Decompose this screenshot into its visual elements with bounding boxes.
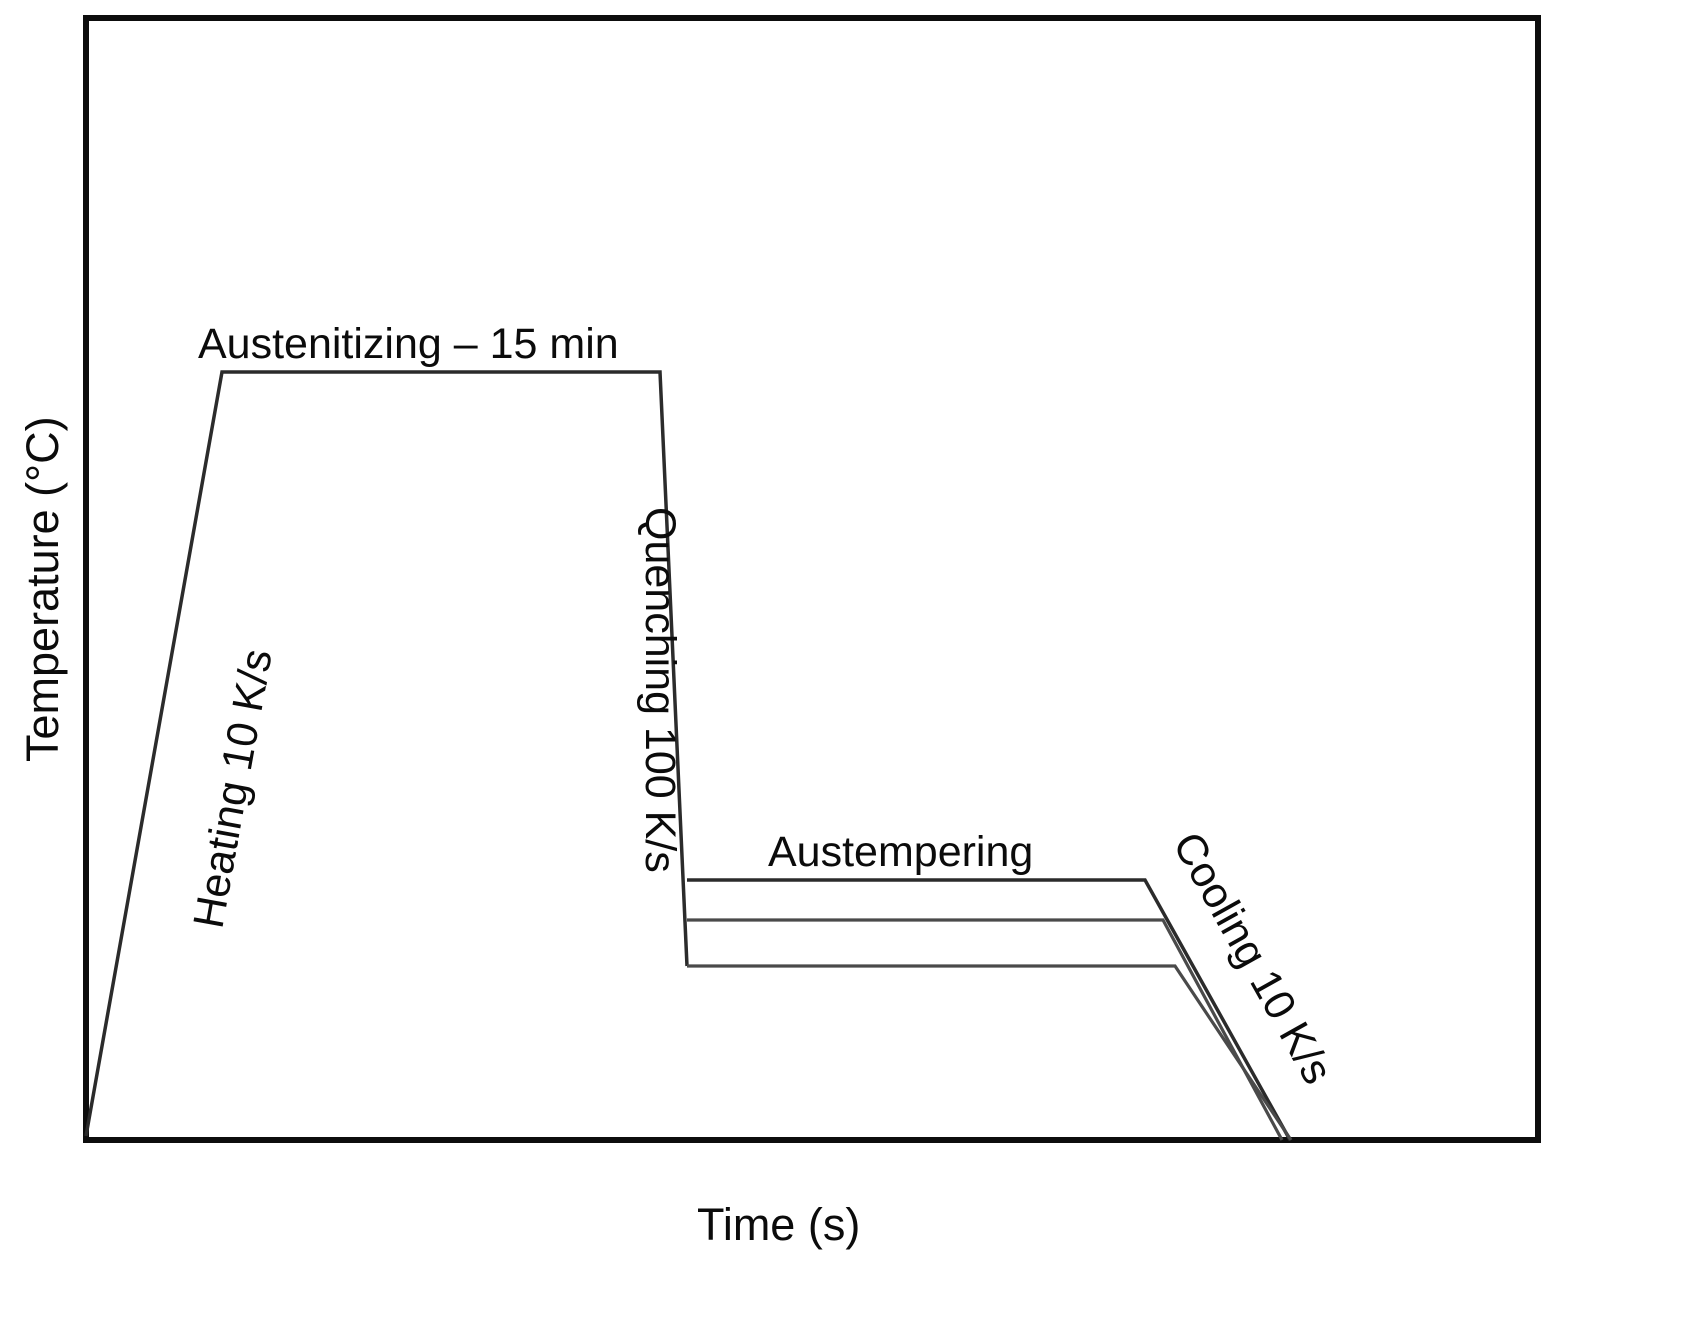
austenitizing-label: Austenitizing – 15 min [198,320,619,368]
heating-rate-label: Heating 10 K/s [185,646,282,932]
plot-border [83,15,1541,1143]
austempering-label: Austempering [768,828,1033,876]
quenching-rate-label: Quenching 100 K/s [636,507,684,873]
austempering-middle-path [687,918,1284,1141]
heating-austenitizing-quenching-path [84,370,689,1137]
temperature-profile [84,370,1293,1141]
plot-frame [83,15,1541,1143]
x-axis-title: Time (s) [697,1199,860,1250]
austempering-lower-path [687,964,1293,1141]
austempering-upper-and-cooling-path [687,878,1292,1141]
y-axis-title: Temperature (°C) [17,416,68,762]
